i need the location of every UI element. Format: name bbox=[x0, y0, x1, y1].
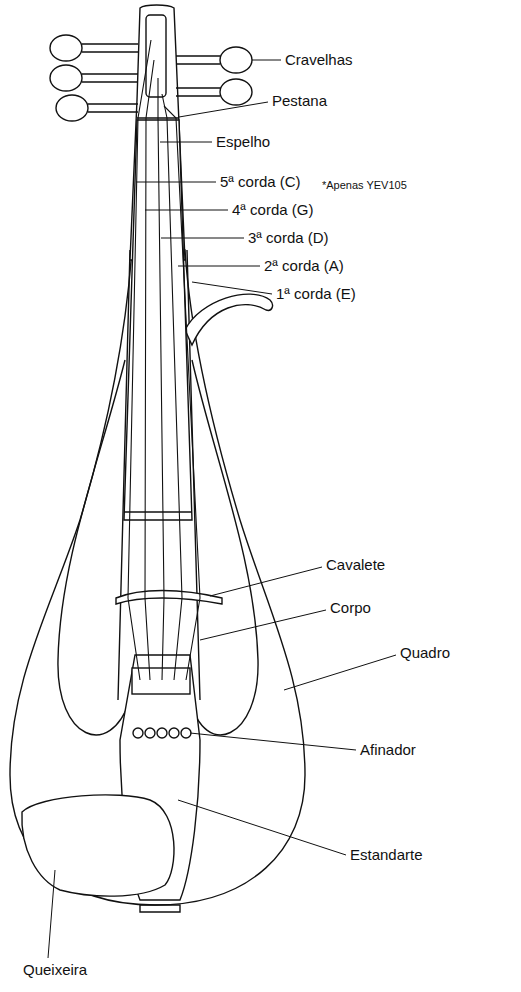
bridge bbox=[116, 591, 222, 605]
shoulder-hook bbox=[185, 294, 273, 345]
end-button bbox=[140, 905, 180, 912]
part-label: 1ª corda (E) bbox=[275, 285, 357, 303]
part-label: Cavalete bbox=[325, 556, 386, 574]
part-label: Queixeira bbox=[22, 961, 88, 979]
part-label: Estandarte bbox=[349, 846, 424, 864]
fingerboard-end bbox=[124, 511, 192, 512]
part-label: 3ª corda (D) bbox=[247, 229, 330, 247]
frame-inner bbox=[190, 360, 258, 735]
chin-rest bbox=[22, 795, 174, 896]
part-label: Afinador bbox=[359, 741, 417, 759]
pegbox-slot bbox=[146, 15, 166, 97]
part-label: 4ª corda (G) bbox=[231, 201, 314, 219]
part-label: Cravelhas bbox=[284, 51, 354, 69]
leader-lines bbox=[48, 60, 396, 958]
strings bbox=[128, 40, 200, 680]
part-label: Quadro bbox=[399, 644, 451, 662]
part-label: 5ª corda (C) bbox=[219, 173, 302, 191]
part-label: Corpo bbox=[329, 599, 372, 617]
part-label: Espelho bbox=[215, 133, 271, 151]
part-label: Pestana bbox=[271, 92, 328, 110]
part-label: *Apenas YEV105 bbox=[321, 176, 408, 194]
part-label: 2ª corda (A) bbox=[263, 257, 345, 275]
